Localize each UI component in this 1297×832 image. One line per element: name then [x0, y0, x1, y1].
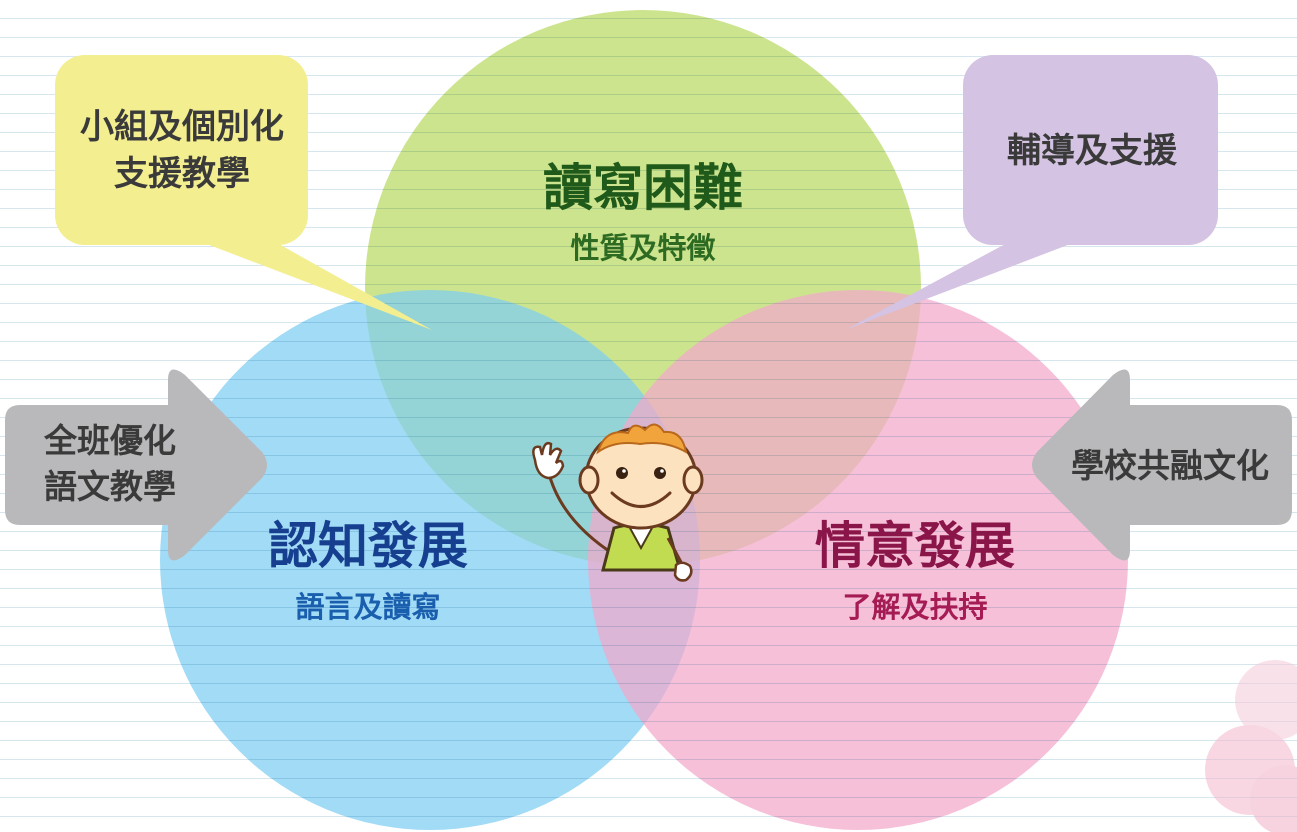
arrow-left-line2: 語文教學 [44, 467, 176, 506]
callout-purple: 輔導及支援 [845, 55, 1218, 330]
circle-right [588, 290, 1128, 830]
circle-right-title: 情意發展 [815, 517, 1015, 575]
circle-left [160, 290, 700, 830]
arrow-right-text: 學校共融文化 [1071, 446, 1269, 485]
arrow-left: 全班優化 語文教學 [5, 369, 267, 561]
watercolor-decoration [1205, 660, 1297, 832]
callout-yellow: 小組及個別化 支援教學 [55, 55, 432, 330]
arrow-right: 學校共融文化 [1032, 369, 1292, 561]
callout-yellow-line1: 小組及個別化 [80, 107, 284, 147]
callout-purple-text: 輔導及支援 [1007, 131, 1178, 171]
circle-left-subtitle: 語言及讀寫 [295, 590, 440, 624]
circle-right-subtitle: 了解及扶持 [842, 590, 987, 624]
waving-child-illustration [532, 423, 704, 582]
circle-left-title: 認知發展 [268, 517, 468, 575]
arrow-left-line1: 全班優化 [43, 421, 176, 460]
callout-yellow-line2: 支援教學 [114, 154, 250, 194]
circle-top-subtitle: 性質及特徵 [570, 231, 715, 265]
circle-top-title: 讀寫困難 [543, 159, 743, 217]
